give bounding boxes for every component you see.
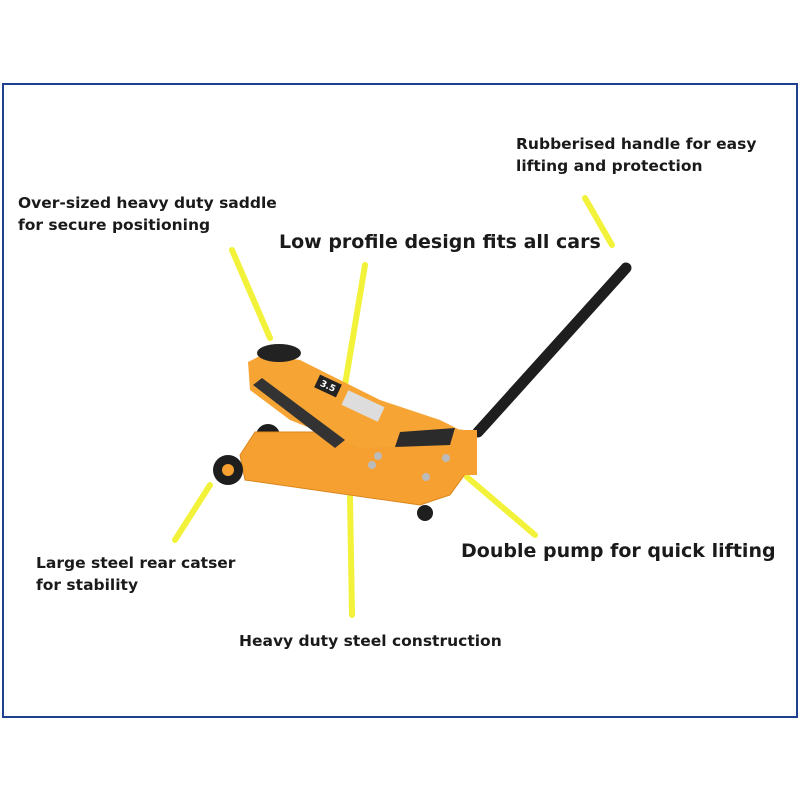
front-caster: [417, 505, 433, 521]
label-steel: Heavy duty steel construction: [239, 632, 502, 650]
pointer-low-profile: [342, 262, 368, 388]
label-line: Rubberised handle for easy: [516, 135, 757, 153]
label-saddle: Over-sized heavy duty saddle for secure …: [18, 192, 277, 237]
saddle: [257, 344, 301, 362]
pointer-pump: [464, 474, 538, 538]
pointer-rear-caster: [172, 482, 213, 543]
pointer-steel: [347, 494, 355, 618]
label-pump: Double pump for quick lifting: [461, 540, 776, 562]
badge-plate: [314, 374, 342, 398]
label-handle: Rubberised handle for easy lifting and p…: [516, 133, 756, 178]
label-line: Large steel rear catser: [36, 554, 236, 572]
pointer-handle: [582, 195, 615, 248]
label-line: for stability: [36, 576, 139, 595]
arm-shadow: [253, 378, 345, 448]
handle-bar: [472, 262, 632, 438]
image-frame: [2, 83, 798, 718]
label-rear-caster: Large steel rear catser for stability: [36, 552, 235, 597]
label-plate: [341, 390, 385, 422]
label-low-profile: Low profile design fits all cars: [279, 231, 601, 253]
pump-housing: [455, 430, 477, 475]
pointer-lines: [172, 195, 615, 618]
label-line: lifting and protection: [516, 157, 703, 176]
label-line: Over-sized heavy duty saddle: [18, 194, 277, 212]
pointer-saddle: [229, 247, 273, 341]
label-line: for secure positioning: [18, 216, 211, 235]
pump-pad: [395, 428, 455, 447]
